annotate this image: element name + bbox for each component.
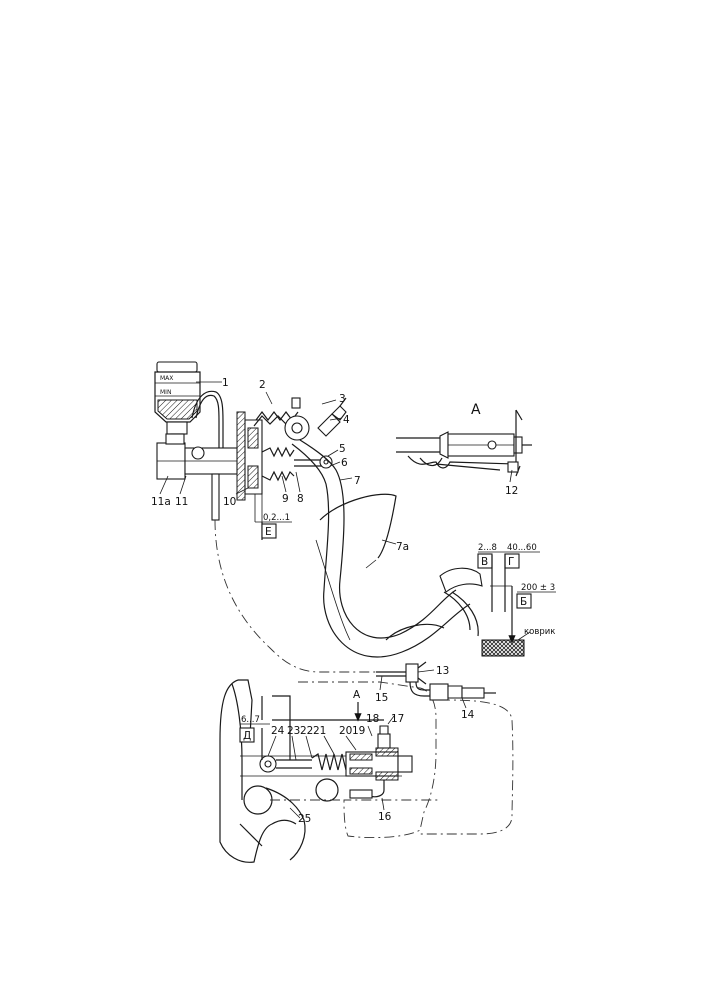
- dim-b-value: 200 ± 3: [521, 583, 555, 593]
- callout-9: 9: [282, 493, 289, 505]
- callout-24: 24: [271, 725, 285, 737]
- callout-7a: 7а: [396, 541, 409, 553]
- callout-14: 14: [461, 709, 475, 721]
- callout-4: 4: [343, 414, 350, 426]
- hydraulic-hose: [376, 661, 496, 701]
- clutch-pedal-arm: [291, 439, 471, 658]
- callout-19: 19: [352, 725, 365, 737]
- view-a-inset: [396, 409, 532, 477]
- floor-mat-label: коврик: [524, 627, 555, 637]
- dim-d-box: Д: [243, 730, 251, 742]
- callout-11: 11: [175, 496, 188, 508]
- pedal-bracket: [236, 411, 263, 522]
- callout-20: 20: [339, 725, 352, 737]
- dim-d-value: 6...7: [241, 715, 260, 725]
- callout-18: 18: [366, 713, 379, 725]
- callout-25: 25: [298, 813, 311, 825]
- floor-panel: [319, 493, 397, 559]
- callout-15: 15: [375, 692, 388, 704]
- callout-23: 23: [287, 725, 300, 737]
- callout-22: 22: [300, 725, 313, 737]
- hydraulic-line: [214, 519, 390, 673]
- dims-vgb: [477, 551, 556, 644]
- callout-5: 5: [339, 443, 346, 455]
- dim-b-box: Б: [520, 596, 527, 608]
- callout-1: 1: [222, 377, 229, 389]
- leaders-bottom: [267, 669, 467, 819]
- callout-6: 6: [341, 457, 348, 469]
- reservoir-max-label: MAX: [160, 375, 173, 382]
- bell-housing-contour: [298, 681, 440, 839]
- dim-g-value: 40...60: [507, 543, 537, 553]
- callout-21: 21: [313, 725, 326, 737]
- callout-2: 2: [259, 379, 266, 391]
- callout-11a: 11а: [151, 496, 171, 508]
- dim-e-box: Е: [265, 526, 272, 538]
- reservoir: [154, 361, 201, 441]
- leaders-top: [159, 381, 513, 545]
- dim-e: [255, 521, 292, 540]
- slave-cylinder: [240, 725, 413, 799]
- callout-12: 12: [505, 485, 518, 497]
- reservoir-min-label: MIN: [160, 389, 171, 396]
- floor-mat: [481, 639, 525, 657]
- callout-7: 7: [354, 475, 361, 487]
- callout-8: 8: [297, 493, 304, 505]
- dim-e-value: 0,2...1: [263, 513, 290, 523]
- section-a-label: А: [353, 689, 361, 701]
- callout-10: 10: [223, 496, 236, 508]
- callout-13: 13: [436, 665, 449, 677]
- dim-g-box: Г: [508, 556, 514, 568]
- view-a-label: А: [471, 402, 481, 418]
- callout-3: 3: [339, 393, 346, 405]
- push-rod-boot: [261, 446, 333, 482]
- callout-17: 17: [391, 713, 404, 725]
- gearbox-outline: [219, 679, 384, 863]
- pedal-pad: [439, 567, 483, 637]
- dim-v-box: В: [481, 556, 488, 568]
- dim-d: [239, 723, 270, 760]
- callout-16: 16: [378, 811, 392, 823]
- reservoir-hose: [195, 394, 220, 462]
- dim-v-value: 2...8: [478, 543, 497, 553]
